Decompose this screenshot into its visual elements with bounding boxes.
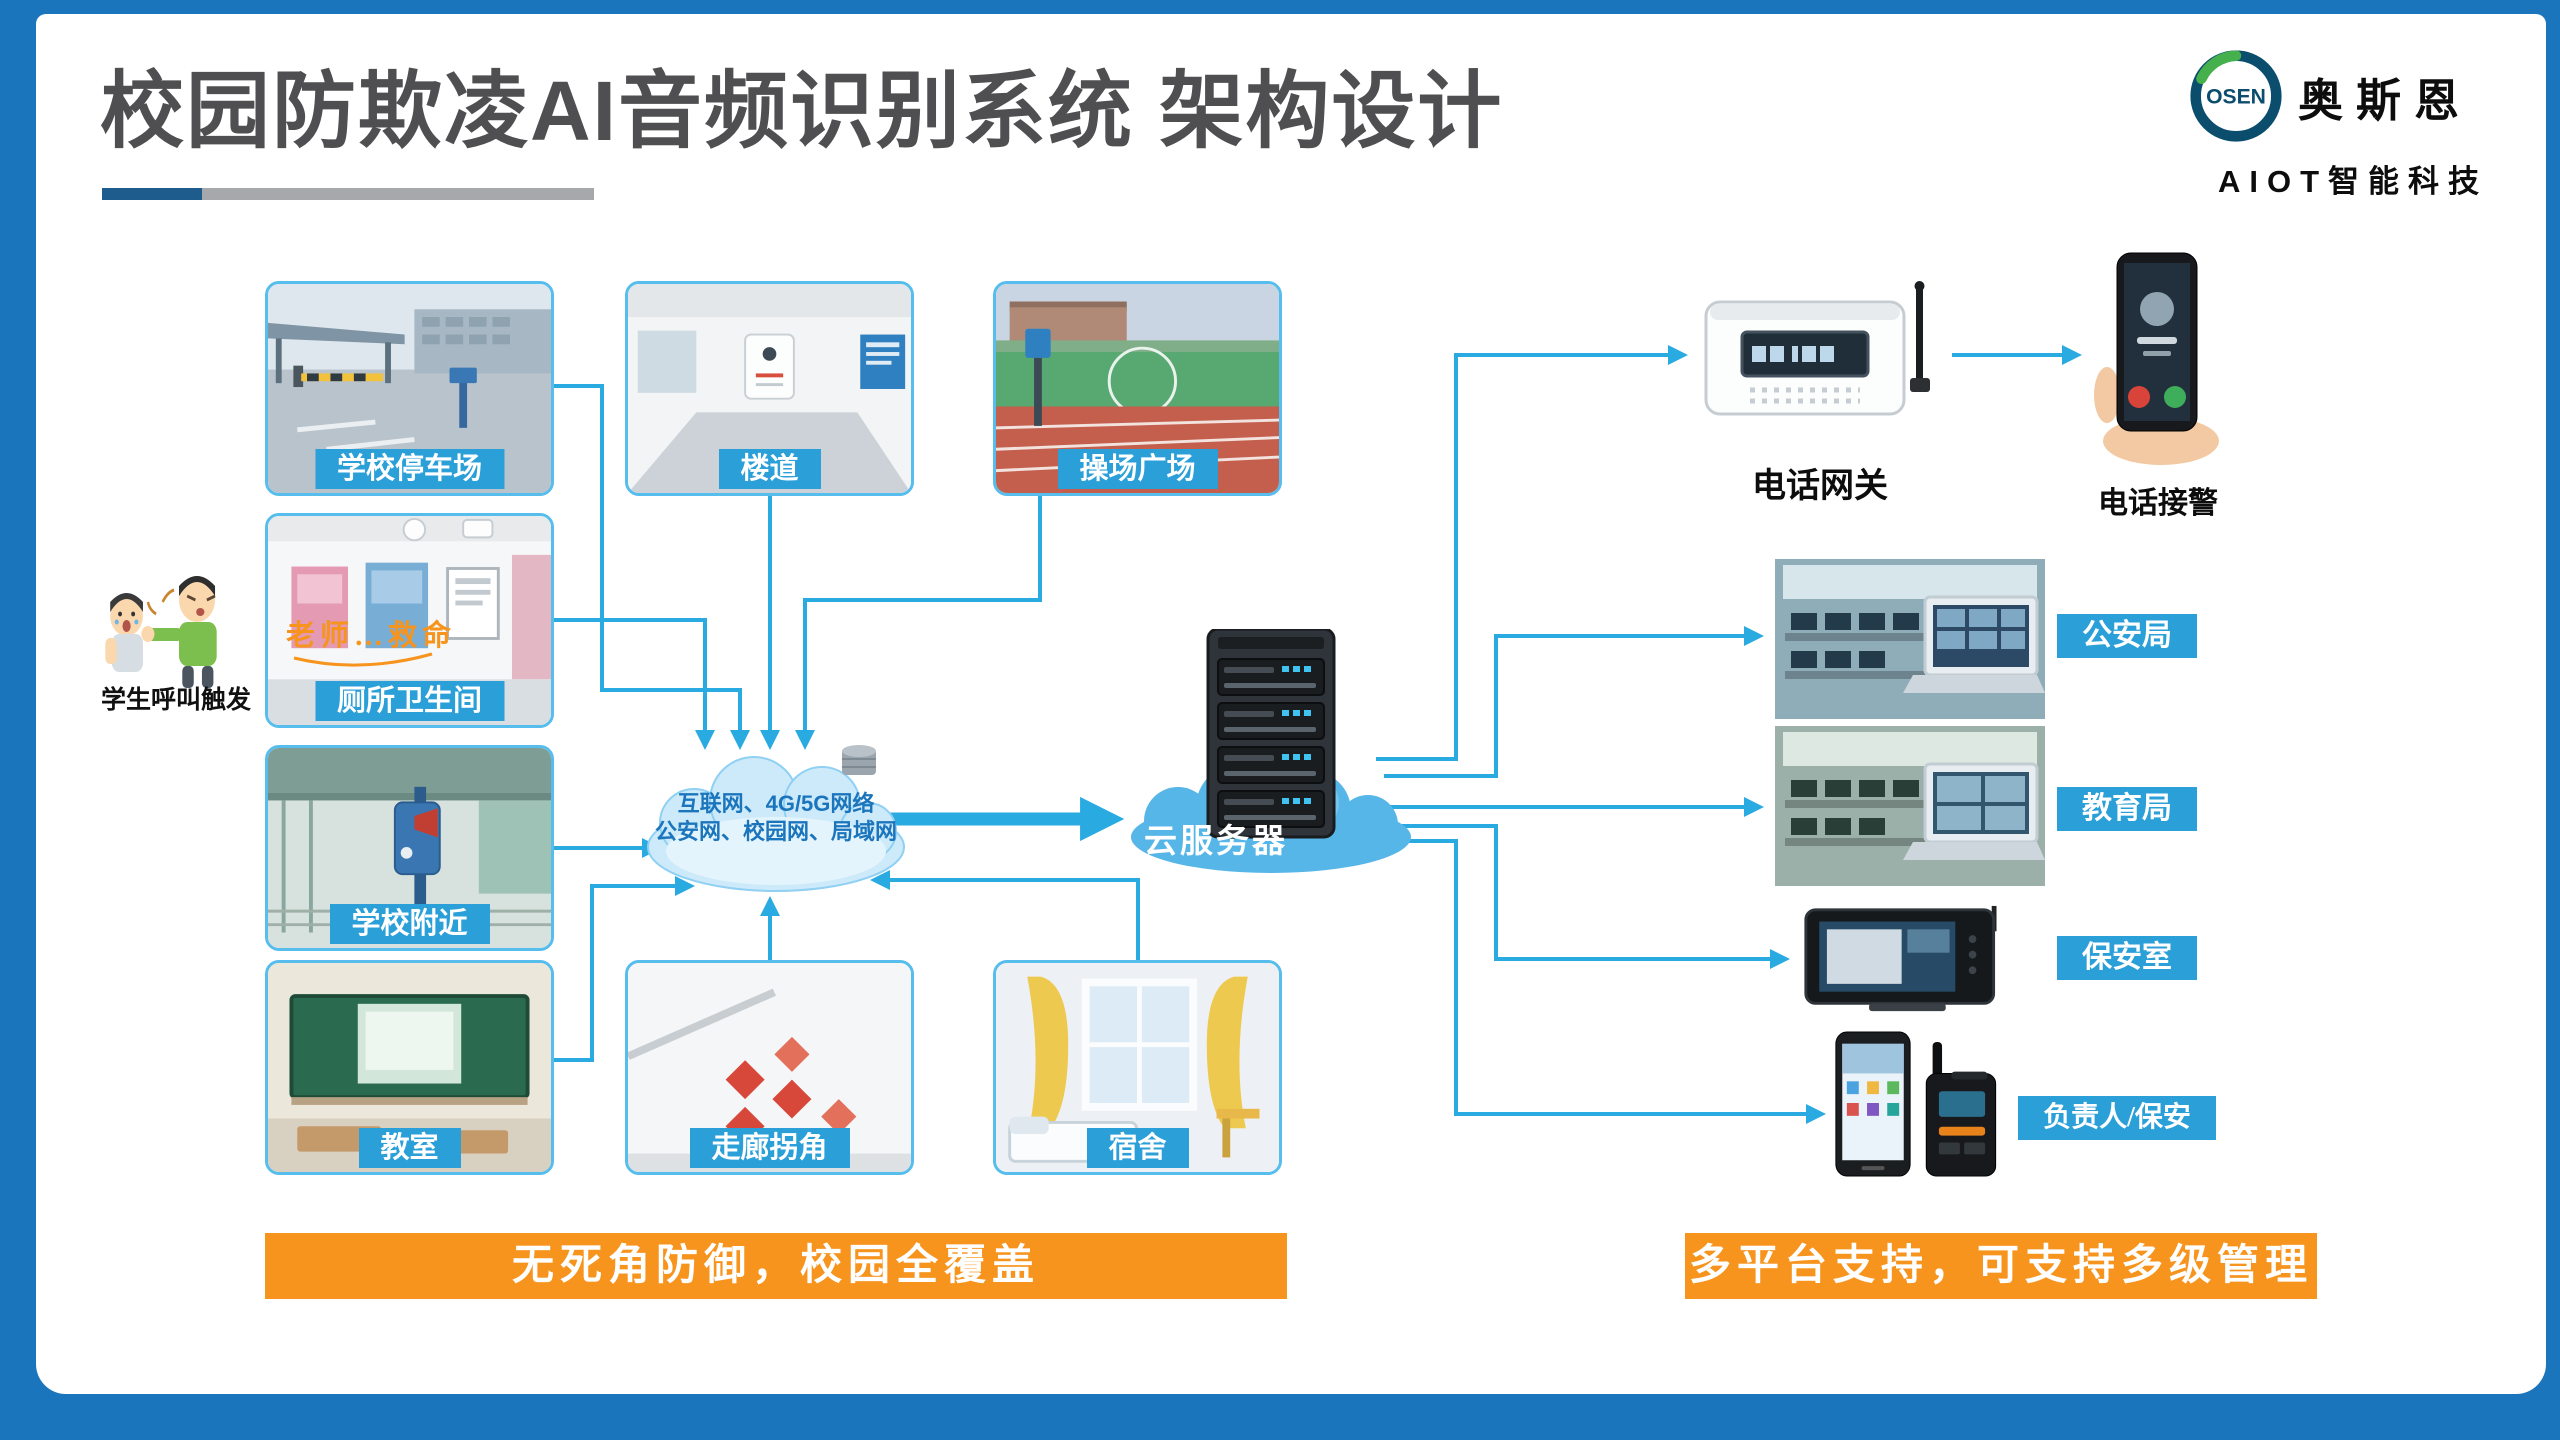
- bully-cartoon-illustration: [84, 542, 256, 702]
- location-card-corner: 走廊拐角: [625, 960, 914, 1175]
- location-label: 厕所卫生间: [314, 681, 505, 721]
- slide: 校园防欺凌AI音频识别系统 架构设计 OSEN 奥斯恩 AIOT智能科技: [36, 14, 2546, 1394]
- logo-subtitle: AIOT智能科技: [2217, 164, 2489, 199]
- dest-label-security-room: 保安室: [2057, 936, 2197, 980]
- trigger-caption: 学生呼叫触发: [100, 686, 251, 714]
- logo-brand-text: OSEN: [2206, 86, 2266, 109]
- walkie-talkie-illustration: [1920, 1042, 2004, 1180]
- dest-label-education: 教育局: [2057, 787, 2197, 831]
- dest-label-manager: 负责人/保安: [2018, 1096, 2216, 1140]
- trigger-speech-text: 老师…救命: [286, 620, 457, 652]
- location-card-dorm: 宿舍: [993, 960, 1282, 1175]
- banner-right: 多平台支持，可支持多级管理: [1685, 1233, 2317, 1299]
- logo-name: 奥斯恩: [2298, 74, 2473, 126]
- classroom-photo-illustration: [268, 963, 551, 1172]
- alarm-phone-illustration: [2091, 245, 2221, 465]
- location-label: 走廊拐角: [689, 1128, 850, 1168]
- location-card-toilet: 厕所卫生间: [265, 513, 554, 728]
- osen-logo-icon: OSEN: [2190, 50, 2282, 142]
- location-label: 学校附近: [329, 904, 490, 944]
- server-label: 云服务器: [1144, 824, 1288, 860]
- location-label: 学校停车场: [314, 449, 505, 489]
- location-card-near-school: 学校附近: [265, 745, 554, 951]
- alarm-phone-label: 电话接警: [2098, 487, 2218, 520]
- page-title: 校园防欺凌AI音频识别系统 架构设计: [100, 64, 1504, 158]
- location-label: 教室: [358, 1128, 461, 1168]
- server-illustration: [1126, 629, 1416, 879]
- gateway-label: 电话网关: [1752, 468, 1888, 505]
- title-underline-dark: [102, 188, 202, 200]
- network-cloud-illustration: [636, 739, 916, 899]
- location-card-corridor: 楼道: [625, 281, 914, 496]
- title-underline-gray: [202, 188, 594, 200]
- manager-phone-illustration: [1834, 1030, 1912, 1178]
- location-card-parking: 学校停车场: [265, 281, 554, 496]
- security-room-device-illustration: [1802, 904, 2008, 1016]
- location-label: 宿舍: [1086, 1128, 1189, 1168]
- dest-label-police: 公安局: [2057, 614, 2197, 658]
- location-card-classroom: 教室: [265, 960, 554, 1175]
- network-cloud-line1: 互联网、4G/5G网络: [677, 791, 875, 816]
- banner-left: 无死角防御，校园全覆盖: [265, 1233, 1287, 1299]
- police-scene-illustration: [1775, 559, 2045, 719]
- location-card-playground: 操场广场: [993, 281, 1282, 496]
- location-label: 楼道: [718, 449, 821, 489]
- network-cloud-line2: 公安网、校园网、局域网: [654, 819, 897, 844]
- location-label: 操场广场: [1057, 449, 1218, 489]
- education-scene-illustration: [1775, 726, 2045, 886]
- phone-gateway-illustration: [1700, 280, 1940, 430]
- brand-logo: OSEN 奥斯恩 AIOT智能科技: [2188, 48, 2518, 201]
